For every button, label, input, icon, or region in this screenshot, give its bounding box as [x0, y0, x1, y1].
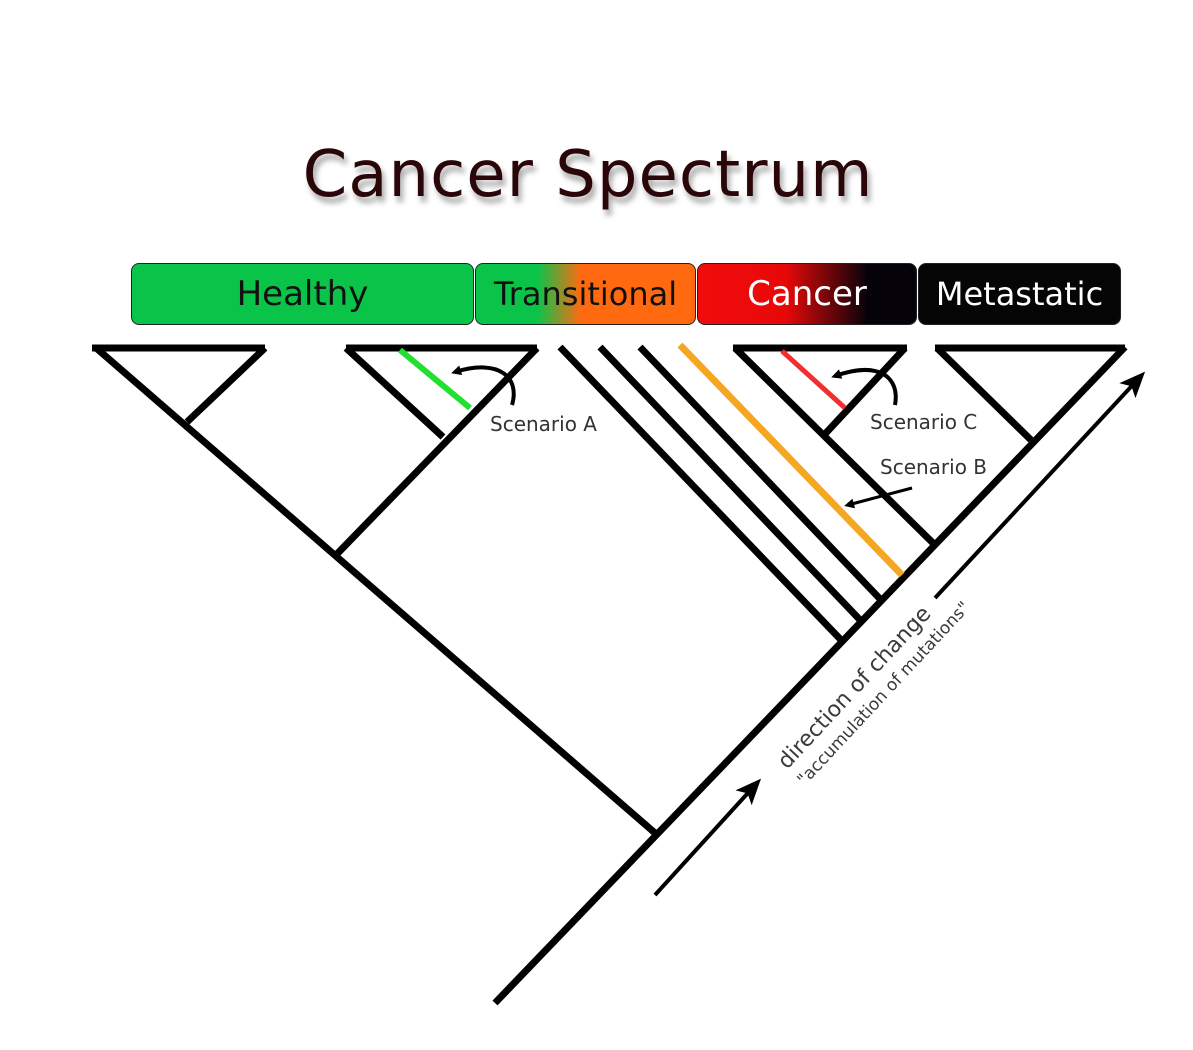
stage-transitional-label: Transitional — [493, 275, 678, 313]
trunk — [492, 344, 1128, 1006]
clade-metastatic-left — [934, 345, 1034, 443]
stage-healthy-label: Healthy — [236, 274, 369, 314]
clade-cancer-right — [822, 345, 908, 437]
scenario-a-line — [398, 347, 472, 411]
scenario-a-arrow-icon — [451, 365, 516, 406]
clade-cancer-left — [732, 345, 939, 549]
diagram-title: Cancer Spectrum — [302, 138, 874, 212]
scenario-b-line — [677, 342, 905, 578]
clade-healthy-2-right — [333, 345, 540, 558]
branch-left-main — [92, 344, 658, 836]
stage-metastatic-label: Metastatic — [935, 275, 1104, 313]
lineage-transitional-1 — [557, 344, 846, 645]
stage-healthy: Healthy — [131, 263, 474, 325]
lineage-transitional-2 — [597, 344, 865, 625]
clade-healthy-1-branch — [184, 345, 268, 425]
scenario-b-label: Scenario B — [880, 455, 987, 479]
stage-cancer: Cancer — [697, 263, 917, 325]
stage-metastatic: Metastatic — [918, 263, 1121, 325]
direction-arrow-lower-icon — [653, 778, 762, 897]
scenario-c-line — [780, 349, 847, 410]
direction-sublabel: "accumulation of mutations" — [794, 598, 975, 790]
scenario-c-arrow-icon — [831, 367, 898, 406]
direction-arrow-upper-icon — [933, 371, 1146, 600]
stage-cancer-label: Cancer — [747, 274, 867, 314]
scenario-b-arrow-icon — [844, 486, 913, 509]
scenario-c-label: Scenario C — [870, 410, 977, 434]
stage-transitional: Transitional — [475, 263, 696, 325]
scenario-a-label: Scenario A — [490, 412, 597, 436]
tree-branches — [92, 344, 1128, 1006]
lineage-transitional-3 — [637, 344, 885, 604]
clade-healthy-2-left — [343, 345, 446, 440]
